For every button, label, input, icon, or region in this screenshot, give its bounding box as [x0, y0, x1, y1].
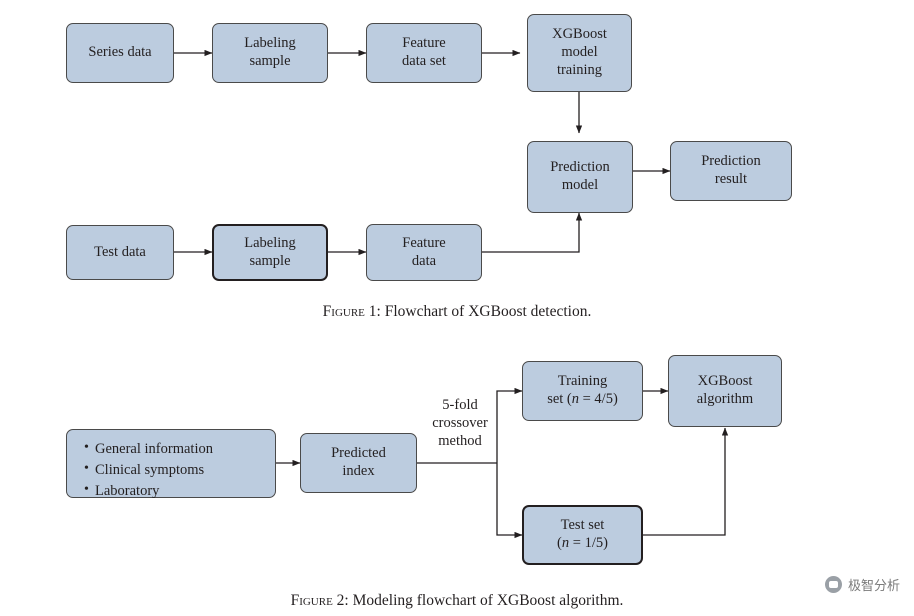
list-item: Clinical symptoms — [84, 459, 265, 481]
node-feature-data: Feature data — [366, 224, 482, 281]
node-xgboost-model-training-label: XGBoost model training — [552, 26, 607, 78]
input-features-list: General information Clinical symptoms La… — [81, 438, 265, 502]
figure2-caption-label: Figure 2: — [290, 592, 349, 609]
watermark: 极智分析 — [824, 575, 900, 594]
node-prediction-model: Prediction model — [527, 141, 633, 213]
node-xgboost-algorithm: XGBoost algorithm — [668, 355, 782, 427]
figure1-caption-label: Figure 1: — [322, 303, 381, 320]
figure1-caption: Figure 1: Flowchart of XGBoost detection… — [0, 303, 914, 321]
node-predicted-index: Predicted index — [300, 433, 417, 493]
node-xgboost-algorithm-label: XGBoost algorithm — [696, 373, 754, 407]
node-xgboost-model-training: XGBoost model training — [527, 14, 632, 92]
node-labeling-sample-top-label: Labeling sample — [244, 35, 296, 69]
node-test-set: Test set(n = 1/5) — [522, 505, 643, 565]
node-feature-data-label: Feature data — [402, 234, 446, 269]
node-test-data: Test data — [66, 225, 174, 280]
node-test-data-label: Test data — [94, 243, 146, 260]
watermark-text: 极智分析 — [847, 578, 900, 593]
node-labeling-sample-bottom-label: Labeling sample — [244, 234, 296, 269]
figure2-caption: Figure 2: Modeling flowchart of XGBoost … — [0, 592, 914, 610]
list-item: General information — [84, 438, 265, 460]
node-prediction-model-label: Prediction model — [550, 159, 610, 193]
figure1-caption-text: Flowchart of XGBoost detection. — [384, 303, 592, 320]
node-predicted-index-label: Predicted index — [331, 445, 386, 479]
node-feature-data-set: Feature data set — [366, 23, 482, 83]
watermark-logo-icon — [824, 576, 842, 593]
node-prediction-result: Prediction result — [670, 141, 792, 201]
node-feature-data-set-label: Feature data set — [402, 35, 446, 69]
edge-label-crossover: 5-fold crossover method — [432, 397, 488, 450]
node-labeling-sample-bottom: Labeling sample — [212, 224, 328, 281]
node-test-set-label: Test set(n = 1/5) — [557, 517, 608, 551]
figure2-caption-text: Modeling flowchart of XGBoost algorithm. — [352, 592, 624, 609]
node-prediction-result-label: Prediction result — [701, 153, 761, 187]
node-labeling-sample-top: Labeling sample — [212, 23, 328, 83]
node-series-data-label: Series data — [88, 44, 152, 61]
list-item: Laboratory — [84, 480, 265, 502]
node-input-features: General information Clinical symptoms La… — [66, 429, 276, 500]
node-series-data: Series data — [66, 23, 174, 83]
